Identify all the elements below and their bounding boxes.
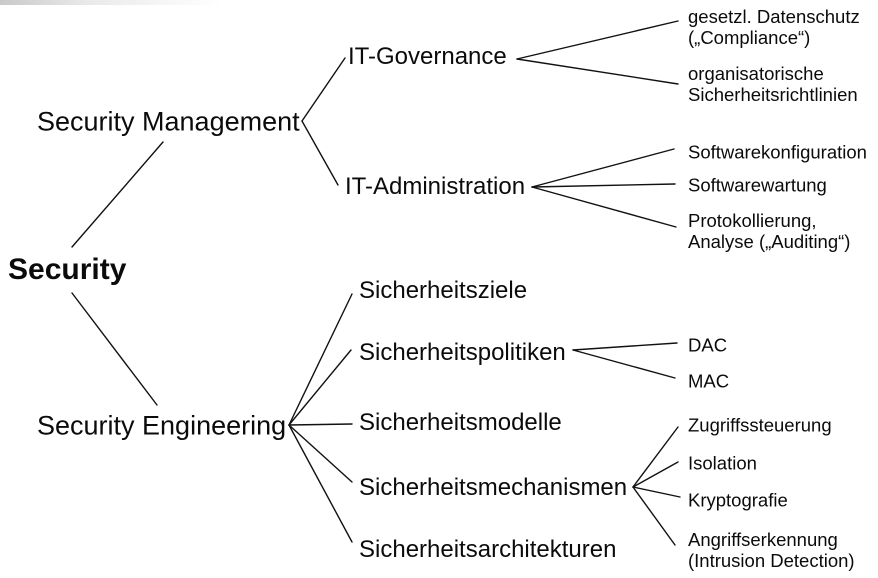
- edge-mechanismen-to-zugriffssteuerung: [632, 426, 679, 488]
- edge-mechanismen-to-kryptografie: [632, 486, 681, 498]
- leaf-isolation: Isolation: [688, 452, 757, 474]
- node-security-management: Security Management: [37, 106, 300, 137]
- edge-security-to-engineering: [71, 292, 158, 406]
- leaf-softwarekonfiguration: Softwarekonfiguration: [688, 141, 867, 163]
- leaf-gesetzl-datenschutz: gesetzl. Datenschutz („Compliance“): [688, 6, 860, 48]
- leaf-dac: DAC: [688, 334, 728, 356]
- leaf-kryptografie: Kryptografie: [688, 489, 788, 511]
- edge-management-to-governance: [301, 57, 346, 122]
- node-security: Security: [8, 252, 127, 286]
- leaf-organisatorische-richtlinien: organisatorische Sicherheitsrichtlinien: [688, 63, 858, 105]
- edge-security-to-management: [71, 141, 164, 248]
- leaf-angriffserkennung: Angriffserkennung (Intrusion Detection): [688, 529, 855, 571]
- edge-governance-to-datenschutz: [516, 20, 679, 60]
- node-sicherheitsmodelle: Sicherheitsmodelle: [359, 409, 562, 437]
- leaf-zugriffssteuerung: Zugriffssteuerung: [688, 414, 832, 436]
- leaf-mac: MAC: [688, 370, 730, 392]
- node-sicherheitsmechanismen: Sicherheitsmechanismen: [359, 474, 628, 502]
- edge-engineering-to-ziele: [288, 293, 353, 426]
- edge-engineering-to-architekturen: [288, 424, 353, 543]
- edge-engineering-to-modelle: [288, 423, 353, 426]
- edge-engineering-to-mechanismen: [288, 424, 353, 483]
- node-sicherheitsziele: Sicherheitsziele: [359, 277, 528, 305]
- edge-administration-to-softwarewartung: [531, 183, 676, 188]
- edge-administration-to-protokollierung: [531, 186, 677, 228]
- leaf-protokollierung-auditing: Protokollierung, Analyse („Auditing“): [688, 210, 851, 252]
- edge-engineering-to-politiken: [288, 349, 352, 426]
- leaf-softwarewartung: Softwarewartung: [688, 174, 827, 196]
- node-security-engineering: Security Engineering: [37, 410, 287, 441]
- node-sicherheitspolitiken: Sicherheitspolitiken: [359, 339, 566, 367]
- edge-politiken-to-dac: [572, 342, 678, 351]
- edge-administration-to-softwarekonfiguration: [531, 148, 675, 188]
- edge-mechanismen-to-isolation: [632, 461, 679, 488]
- edge-mechanismen-to-angriffserkennung: [632, 486, 676, 546]
- node-it-governance: IT-Governance: [348, 43, 507, 71]
- node-sicherheitsarchitekturen: Sicherheitsarchitekturen: [359, 536, 617, 564]
- node-it-administration: IT-Administration: [345, 173, 526, 201]
- edge-governance-to-richtlinien: [516, 58, 679, 85]
- edge-politiken-to-mac: [572, 349, 676, 379]
- edge-management-to-administration: [301, 120, 339, 186]
